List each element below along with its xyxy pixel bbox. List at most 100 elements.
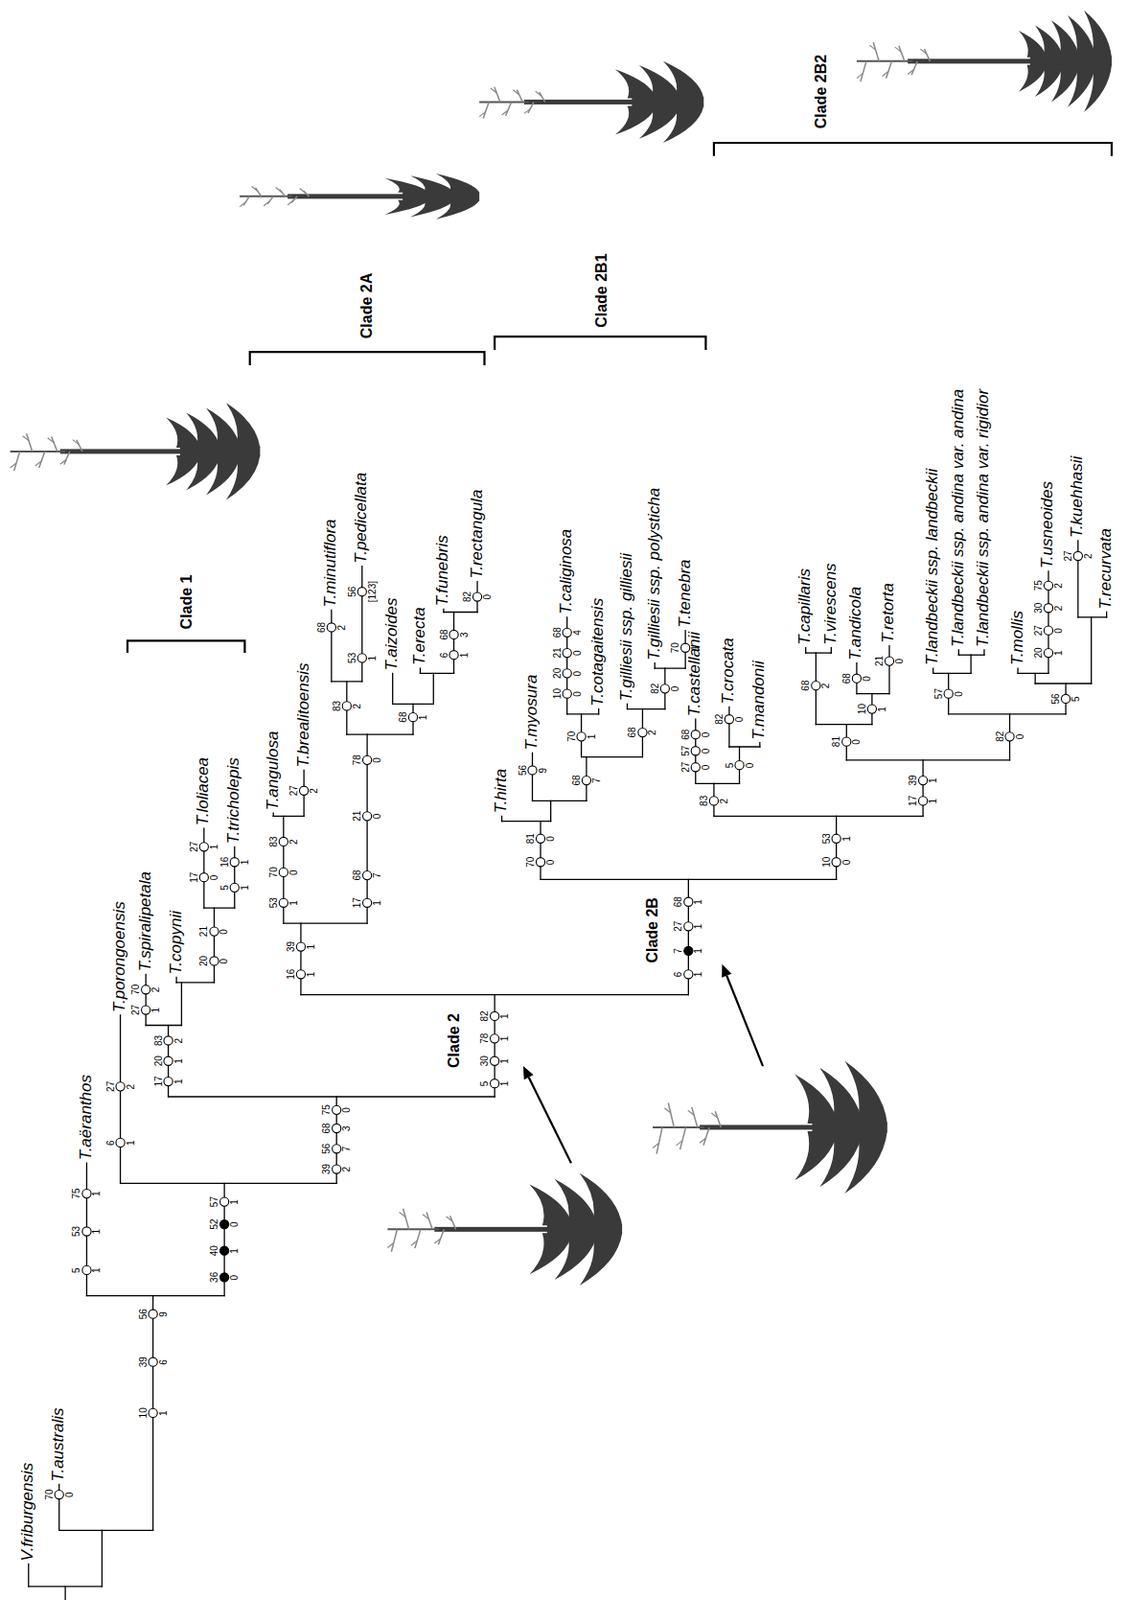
character-marker	[490, 1079, 500, 1088]
state-label: 1	[927, 778, 939, 784]
character-marker	[278, 836, 288, 846]
character-marker	[684, 897, 693, 906]
species-label: V.friburgensis	[19, 1462, 38, 1562]
tree-branch	[983, 649, 985, 655]
state-label: 2	[646, 730, 658, 737]
state-label: 2	[1082, 552, 1094, 559]
clade-label: Clade 2B1	[593, 253, 611, 327]
character-marker	[332, 1104, 342, 1114]
character-marker	[82, 1189, 92, 1198]
character-number: 68	[800, 680, 811, 691]
character-marker	[831, 857, 841, 867]
character-marker	[332, 1164, 342, 1174]
state-label: 0	[371, 757, 383, 763]
plant-leaf	[794, 1074, 837, 1124]
tree-branch	[815, 723, 873, 725]
state-label: 1	[499, 1058, 510, 1064]
tree-branch	[550, 800, 552, 821]
character-marker	[690, 730, 700, 739]
character-number: 30	[1033, 602, 1044, 614]
character-number: 70	[44, 1488, 55, 1499]
plant-branch	[506, 101, 512, 116]
plant-flower	[446, 1216, 453, 1221]
character-marker	[535, 857, 545, 867]
tree-branch	[805, 647, 806, 653]
character-marker	[209, 956, 219, 966]
plant-flower	[252, 186, 258, 192]
plant-branch	[64, 451, 70, 465]
character-marker	[1043, 603, 1053, 613]
tree-branch	[145, 1024, 182, 1026]
tree-branch	[729, 745, 760, 747]
plant-branch	[26, 433, 33, 452]
character-marker	[581, 776, 591, 785]
plant-flower	[60, 459, 67, 464]
plant-branch	[911, 61, 918, 75]
character-number: 20	[198, 955, 209, 967]
plant-flower	[479, 112, 485, 117]
character-number: 17	[188, 872, 200, 883]
plant-branch	[528, 101, 534, 114]
tree-branch	[175, 976, 177, 982]
character-marker	[1043, 580, 1053, 590]
character-marker	[535, 833, 545, 843]
plant-flower	[287, 200, 294, 206]
species-label: T.pedicellata	[352, 472, 371, 564]
state-label: 1	[499, 1012, 510, 1019]
character-number: 21	[552, 646, 563, 658]
character-number: 68	[438, 628, 450, 640]
state-label: 1	[173, 1058, 185, 1064]
species-label: T.tricholepis	[225, 757, 244, 844]
character-marker	[332, 1144, 342, 1153]
character-marker	[867, 704, 876, 714]
character-marker	[363, 897, 372, 907]
plant-branch	[414, 1228, 421, 1248]
tree-branch	[145, 973, 147, 1025]
state-label: 0	[669, 686, 681, 692]
character-marker	[230, 857, 239, 867]
tree-branch	[59, 1529, 154, 1531]
plant-branch	[391, 1228, 397, 1251]
character-number: 68	[552, 626, 563, 638]
tree-branch	[203, 828, 205, 908]
character-number: 68	[841, 672, 852, 684]
character-number: 83	[153, 1035, 164, 1046]
tree-branch	[419, 672, 454, 674]
state-label: 1	[841, 835, 852, 842]
character-marker	[1005, 732, 1014, 741]
character-number: 83	[698, 795, 710, 806]
plant-flower	[434, 1238, 440, 1244]
character-number: 10	[821, 856, 832, 868]
species-label: T.capillaris	[796, 568, 815, 645]
plant-flower	[882, 71, 889, 77]
plant-base	[812, 1122, 888, 1132]
clade-bracket	[713, 142, 1112, 157]
state-label: 4	[572, 629, 583, 636]
character-number: 10	[138, 1406, 149, 1418]
character-marker	[148, 1309, 158, 1318]
state-label: 1	[876, 706, 888, 713]
state-label: 2	[820, 683, 831, 690]
plant-flower	[299, 187, 306, 193]
pointer-arrow	[529, 1077, 572, 1163]
state-label: 1	[208, 844, 220, 851]
character-marker	[141, 1005, 151, 1014]
state-label: 3	[459, 631, 470, 638]
tree-branch	[361, 566, 363, 682]
plant-flower	[399, 1211, 406, 1217]
species-label: T.aëranthos	[77, 1074, 96, 1160]
tree-branch	[346, 734, 414, 736]
plant-base	[402, 191, 480, 202]
state-label: 2	[1053, 605, 1064, 612]
state-label: 2	[1053, 582, 1064, 589]
plant-branch	[255, 187, 262, 197]
state-label: 0	[841, 859, 852, 866]
state-label: 0	[572, 650, 583, 657]
state-label: 1	[692, 947, 704, 954]
character-marker	[357, 653, 367, 663]
state-label: 2	[150, 987, 162, 993]
state-label: 1	[125, 1139, 137, 1146]
character-number: 83	[268, 835, 279, 847]
plant-branch	[860, 61, 867, 82]
tree-branch	[654, 663, 656, 668]
